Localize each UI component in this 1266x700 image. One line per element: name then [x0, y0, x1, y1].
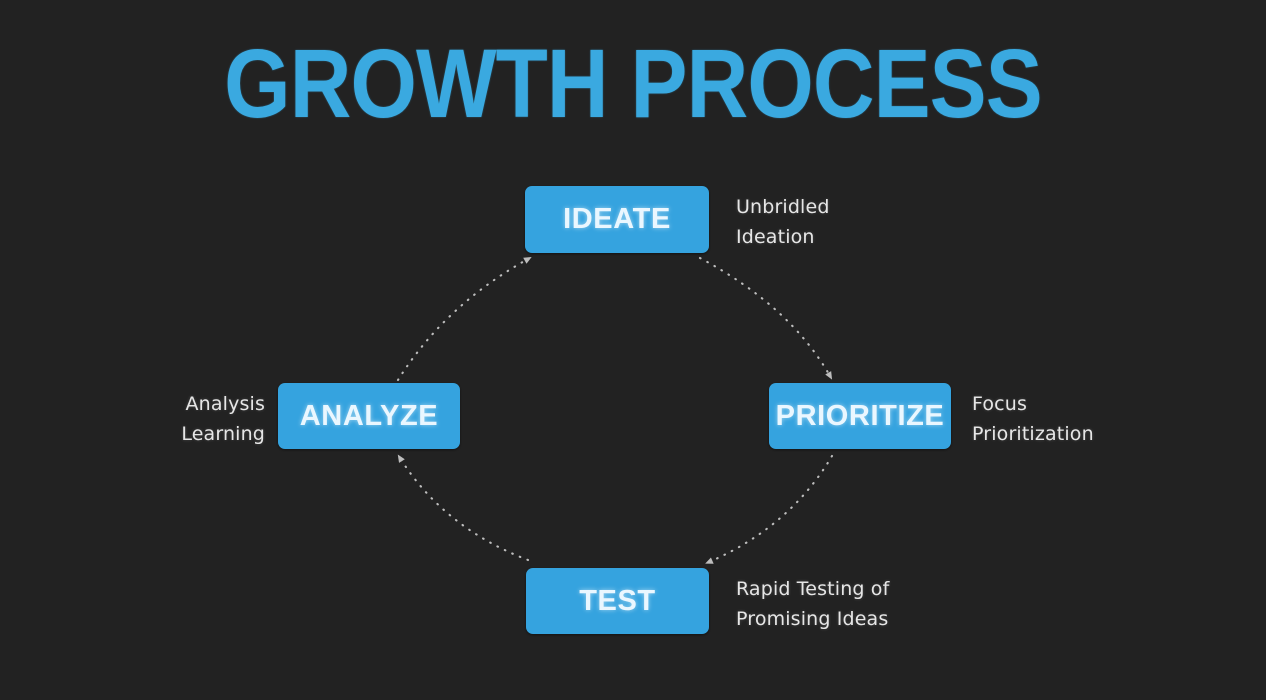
connector-prioritize-to-test: [705, 454, 834, 564]
page-title: GROWTH PROCESS: [224, 29, 1042, 138]
description-test: Rapid Testing of Promising Ideas: [736, 574, 889, 634]
description-test-line-1: Rapid Testing of: [736, 578, 890, 600]
description-analyze-line-2: Learning: [181, 423, 265, 445]
node-prioritize[interactable]: PRIORITIZE: [769, 383, 951, 449]
connector-analyze-to-ideate: [396, 256, 532, 382]
node-analyze[interactable]: ANALYZE: [278, 383, 460, 449]
connector-ideate-to-prioritize: [698, 256, 833, 380]
node-prioritize-label: PRIORITIZE: [775, 399, 945, 432]
node-analyze-label: ANALYZE: [299, 399, 439, 432]
node-test-label: TEST: [579, 584, 656, 617]
description-test-line-2: Promising Ideas: [736, 608, 889, 630]
description-analyze: Analysis Learning: [181, 389, 265, 449]
node-test[interactable]: TEST: [526, 568, 709, 634]
description-analyze-line-1: Analysis: [185, 393, 265, 415]
node-ideate[interactable]: IDEATE: [525, 186, 709, 253]
description-prioritize-line-1: Focus: [972, 393, 1028, 415]
description-prioritize: Focus Prioritization: [972, 389, 1094, 449]
node-ideate-label: IDEATE: [563, 203, 671, 235]
description-prioritize-line-2: Prioritization: [972, 423, 1094, 445]
description-ideate: Unbridled Ideation: [736, 192, 830, 252]
description-ideate-line-1: Unbridled: [736, 196, 830, 218]
description-ideate-line-2: Ideation: [736, 226, 815, 248]
connector-test-to-analyze: [397, 454, 530, 562]
